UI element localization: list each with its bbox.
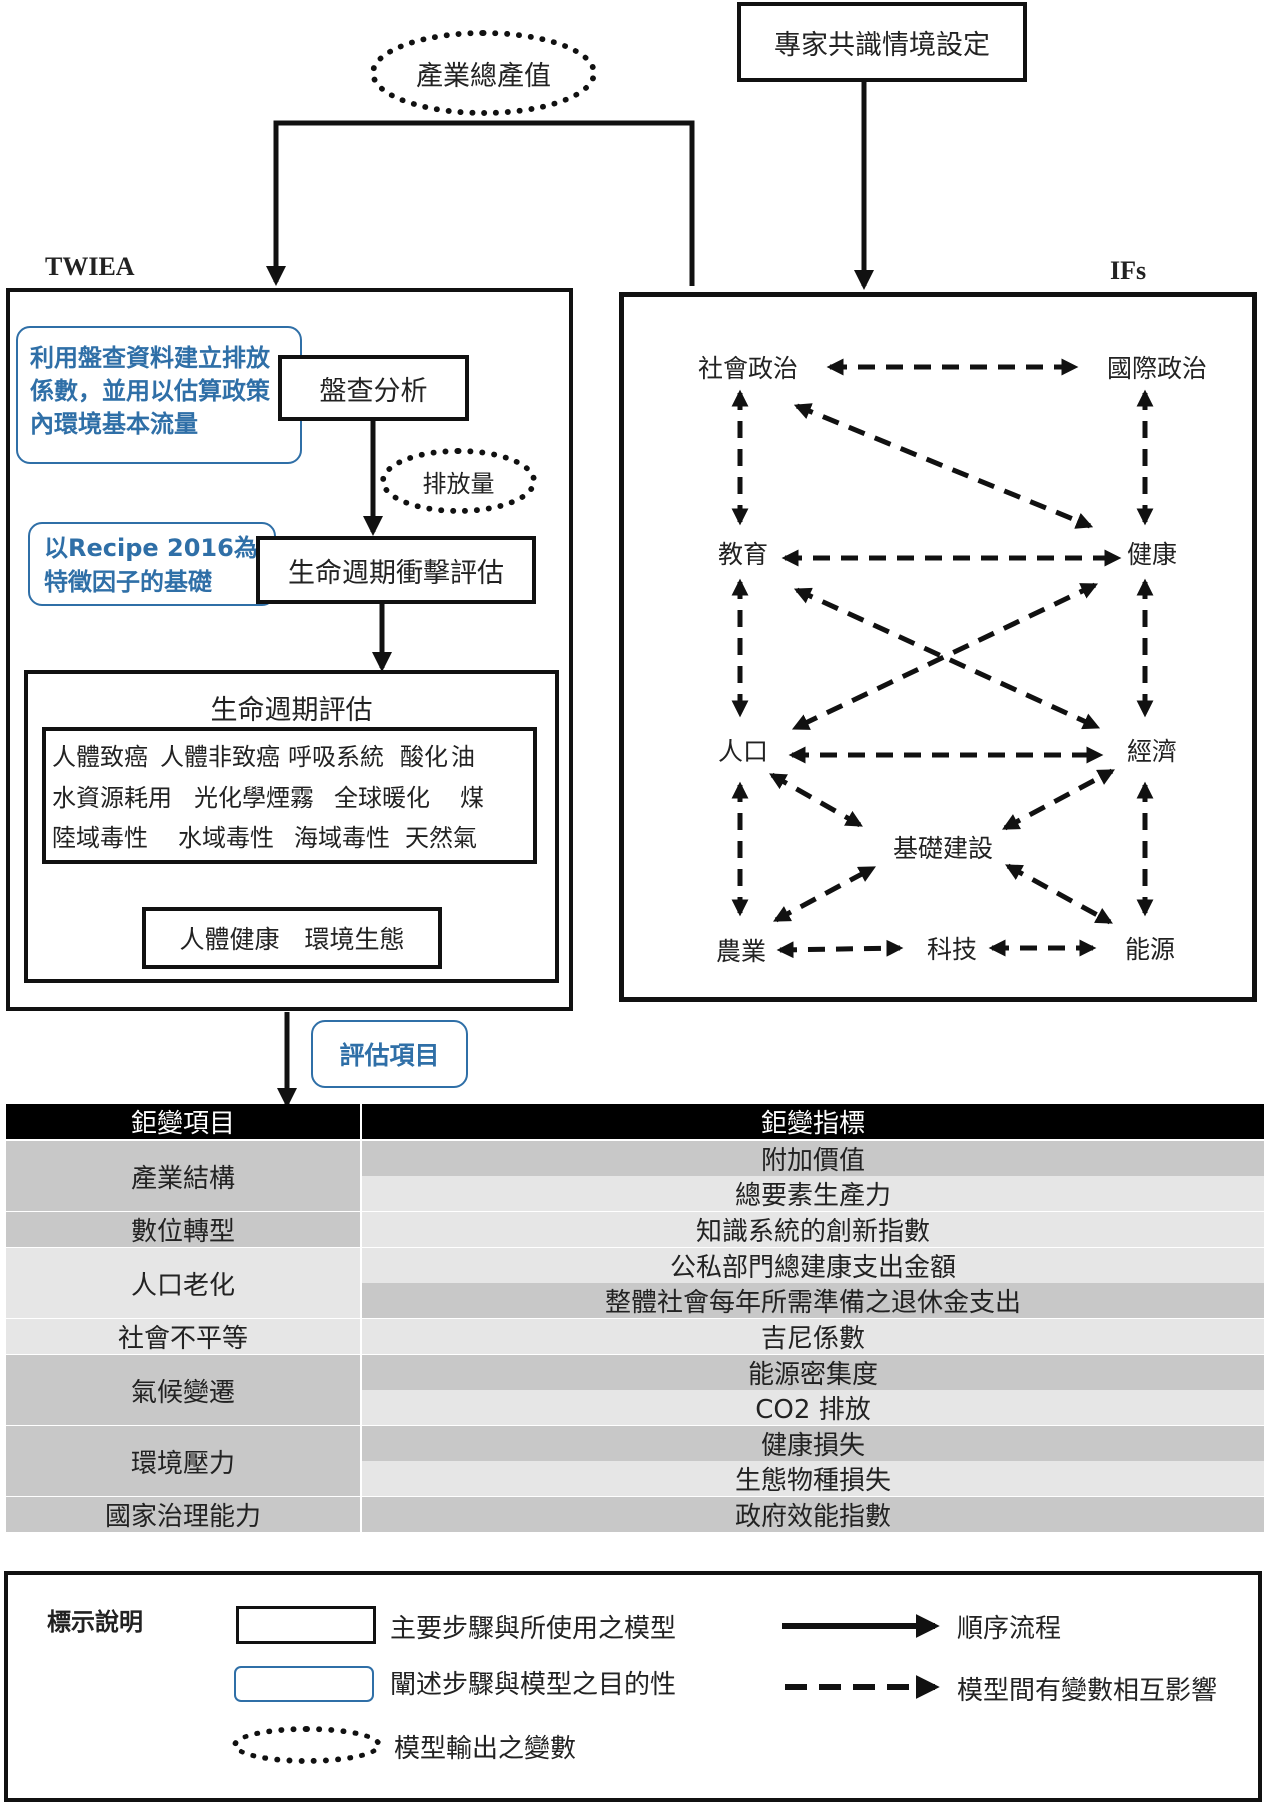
impact-categories-box: 人體致癌人體非致癌呼吸系統酸化油 水資源耗用光化學煙霧全球暖化 煤 陸域毒性 水域毒… [42,727,537,864]
table-category-cell: 人口老化 [6,1248,360,1318]
table-indicator-cell: 知識系統的創新指數 [362,1212,1264,1247]
node-infrastructure: 基礎建設 [888,829,998,865]
table-indicator-cell: 附加價值 [362,1141,1264,1176]
expert-scenario-label: 專家共識情境設定 [774,29,990,61]
inventory-analysis-box: 盤查分析 [278,355,469,421]
node-social-politics: 社會政治 [693,349,803,385]
node-technology: 科技 [922,930,982,966]
impact-item: 水域毒性 [178,824,274,852]
inventory-analysis-label: 盤查分析 [319,375,428,407]
table-indicator-cell: 健康損失 [362,1426,1264,1461]
legend-interaction-label: 模型間有變數相互影響 [957,1676,1218,1706]
lcia-box: 生命週期衝擊評估 [256,536,536,604]
impact-item: 光化學煙霧 [194,784,314,812]
gdp-flow-arrow [266,120,695,286]
table-category-cell: 氣候變遷 [6,1355,360,1425]
table-category-cell: 環境壓力 [6,1426,360,1496]
table-indicator-cell: 整體社會每年所需準備之退休金支出 [362,1283,1264,1318]
table-category-cell: 社會不平等 [6,1319,360,1354]
table-category-cell: 產業結構 [6,1141,360,1211]
impact-item: 陸域毒性 [52,824,148,852]
table-indicator-cell: 生態物種損失 [362,1461,1264,1496]
node-education: 教育 [713,535,773,571]
table-indicator-cell: 總要素生產力 [362,1176,1264,1211]
impact-item: 全球暖化 [334,784,430,812]
legend-output-swatch [232,1726,382,1764]
gdp-output-oval: 產業總產值 [370,30,597,116]
node-agriculture: 農業 [711,932,771,968]
emission-output-oval: 排放量 [380,448,537,514]
emission-output-label: 排放量 [422,469,495,498]
endpoints-label: 人體健康 環境生態 [179,925,405,954]
legend-main-step-swatch [236,1606,376,1644]
twiea-panel [6,288,573,1011]
legend-purpose-label: 闡述步驟與模型之目的性 [390,1670,677,1700]
legend-output-label: 模型輸出之變數 [394,1734,577,1764]
evaluation-items-note: 評估項目 [311,1020,468,1088]
legend-title: 標示說明 [47,1608,143,1636]
impact-item: 油 [451,743,475,771]
table-header-indicator: 鉅變指標 [362,1104,1264,1139]
node-intl-politics: 國際政治 [1102,349,1212,385]
legend-main-step-label: 主要步驟與所使用之模型 [390,1614,677,1644]
impact-row-1: 人體致癌人體非致癌呼吸系統酸化油 [52,737,475,772]
lca-title: 生命週期評估 [210,695,373,726]
ifs-panel [619,292,1257,1002]
table-category-cell: 國家治理能力 [6,1497,360,1532]
impact-row-3: 陸域毒性 水域毒性海域毒性天然氣 [52,818,477,853]
legend-sequence-label: 順序流程 [957,1614,1062,1644]
node-energy: 能源 [1120,930,1180,966]
lcia-label: 生命週期衝擊評估 [288,557,504,589]
table-indicator-cell: 公私部門總建康支出金額 [362,1248,1264,1283]
node-economy: 經濟 [1122,732,1182,768]
impact-item: 煤 [460,784,484,812]
endpoints-box: 人體健康 環境生態 [142,907,442,969]
impact-item: 天然氣 [405,824,477,852]
twiea-title: TWIEA [45,252,135,281]
ifs-interaction-arrows [731,358,1154,959]
lcia-purpose-text: 以Recipe 2016為特徵因子的基礎 [44,534,258,596]
expert-scenario-box: 專家共識情境設定 [737,2,1027,82]
impact-item: 酸化 [400,743,448,771]
table-category-cell: 數位轉型 [6,1212,360,1247]
impact-item: 人體非致癌 [160,743,280,771]
node-health: 健康 [1122,535,1182,571]
inventory-purpose-text: 利用盤查資料建立排放係數，並用以估算政策內環境基本流量 [30,344,270,438]
table-indicator-cell: CO2 排放 [362,1390,1264,1425]
legend-purpose-swatch [234,1666,374,1702]
evaluation-items-label: 評估項目 [339,1041,440,1070]
table-indicator-cell: 能源密集度 [362,1355,1264,1390]
table-indicator-cell: 吉尼係數 [362,1319,1264,1354]
impact-item: 水資源耗用 [52,784,172,812]
lcia-purpose-note: 以Recipe 2016為特徵因子的基礎 [28,522,276,606]
impact-item: 人體致癌 [52,743,148,771]
table-header-category: 鉅變項目 [6,1104,360,1139]
impact-row-2: 水資源耗用光化學煙霧全球暖化 煤 [52,778,484,813]
ifs-title: IFs [1110,256,1147,285]
node-population: 人口 [713,732,773,768]
impact-item: 海域毒性 [294,824,390,852]
table-indicator-cell: 政府效能指數 [362,1497,1264,1532]
gdp-output-label: 產業總產值 [416,60,551,92]
inventory-purpose-note: 利用盤查資料建立排放係數，並用以估算政策內環境基本流量 [16,326,302,464]
legend-panel [4,1571,1262,1802]
impact-item: 呼吸系統 [288,743,384,771]
